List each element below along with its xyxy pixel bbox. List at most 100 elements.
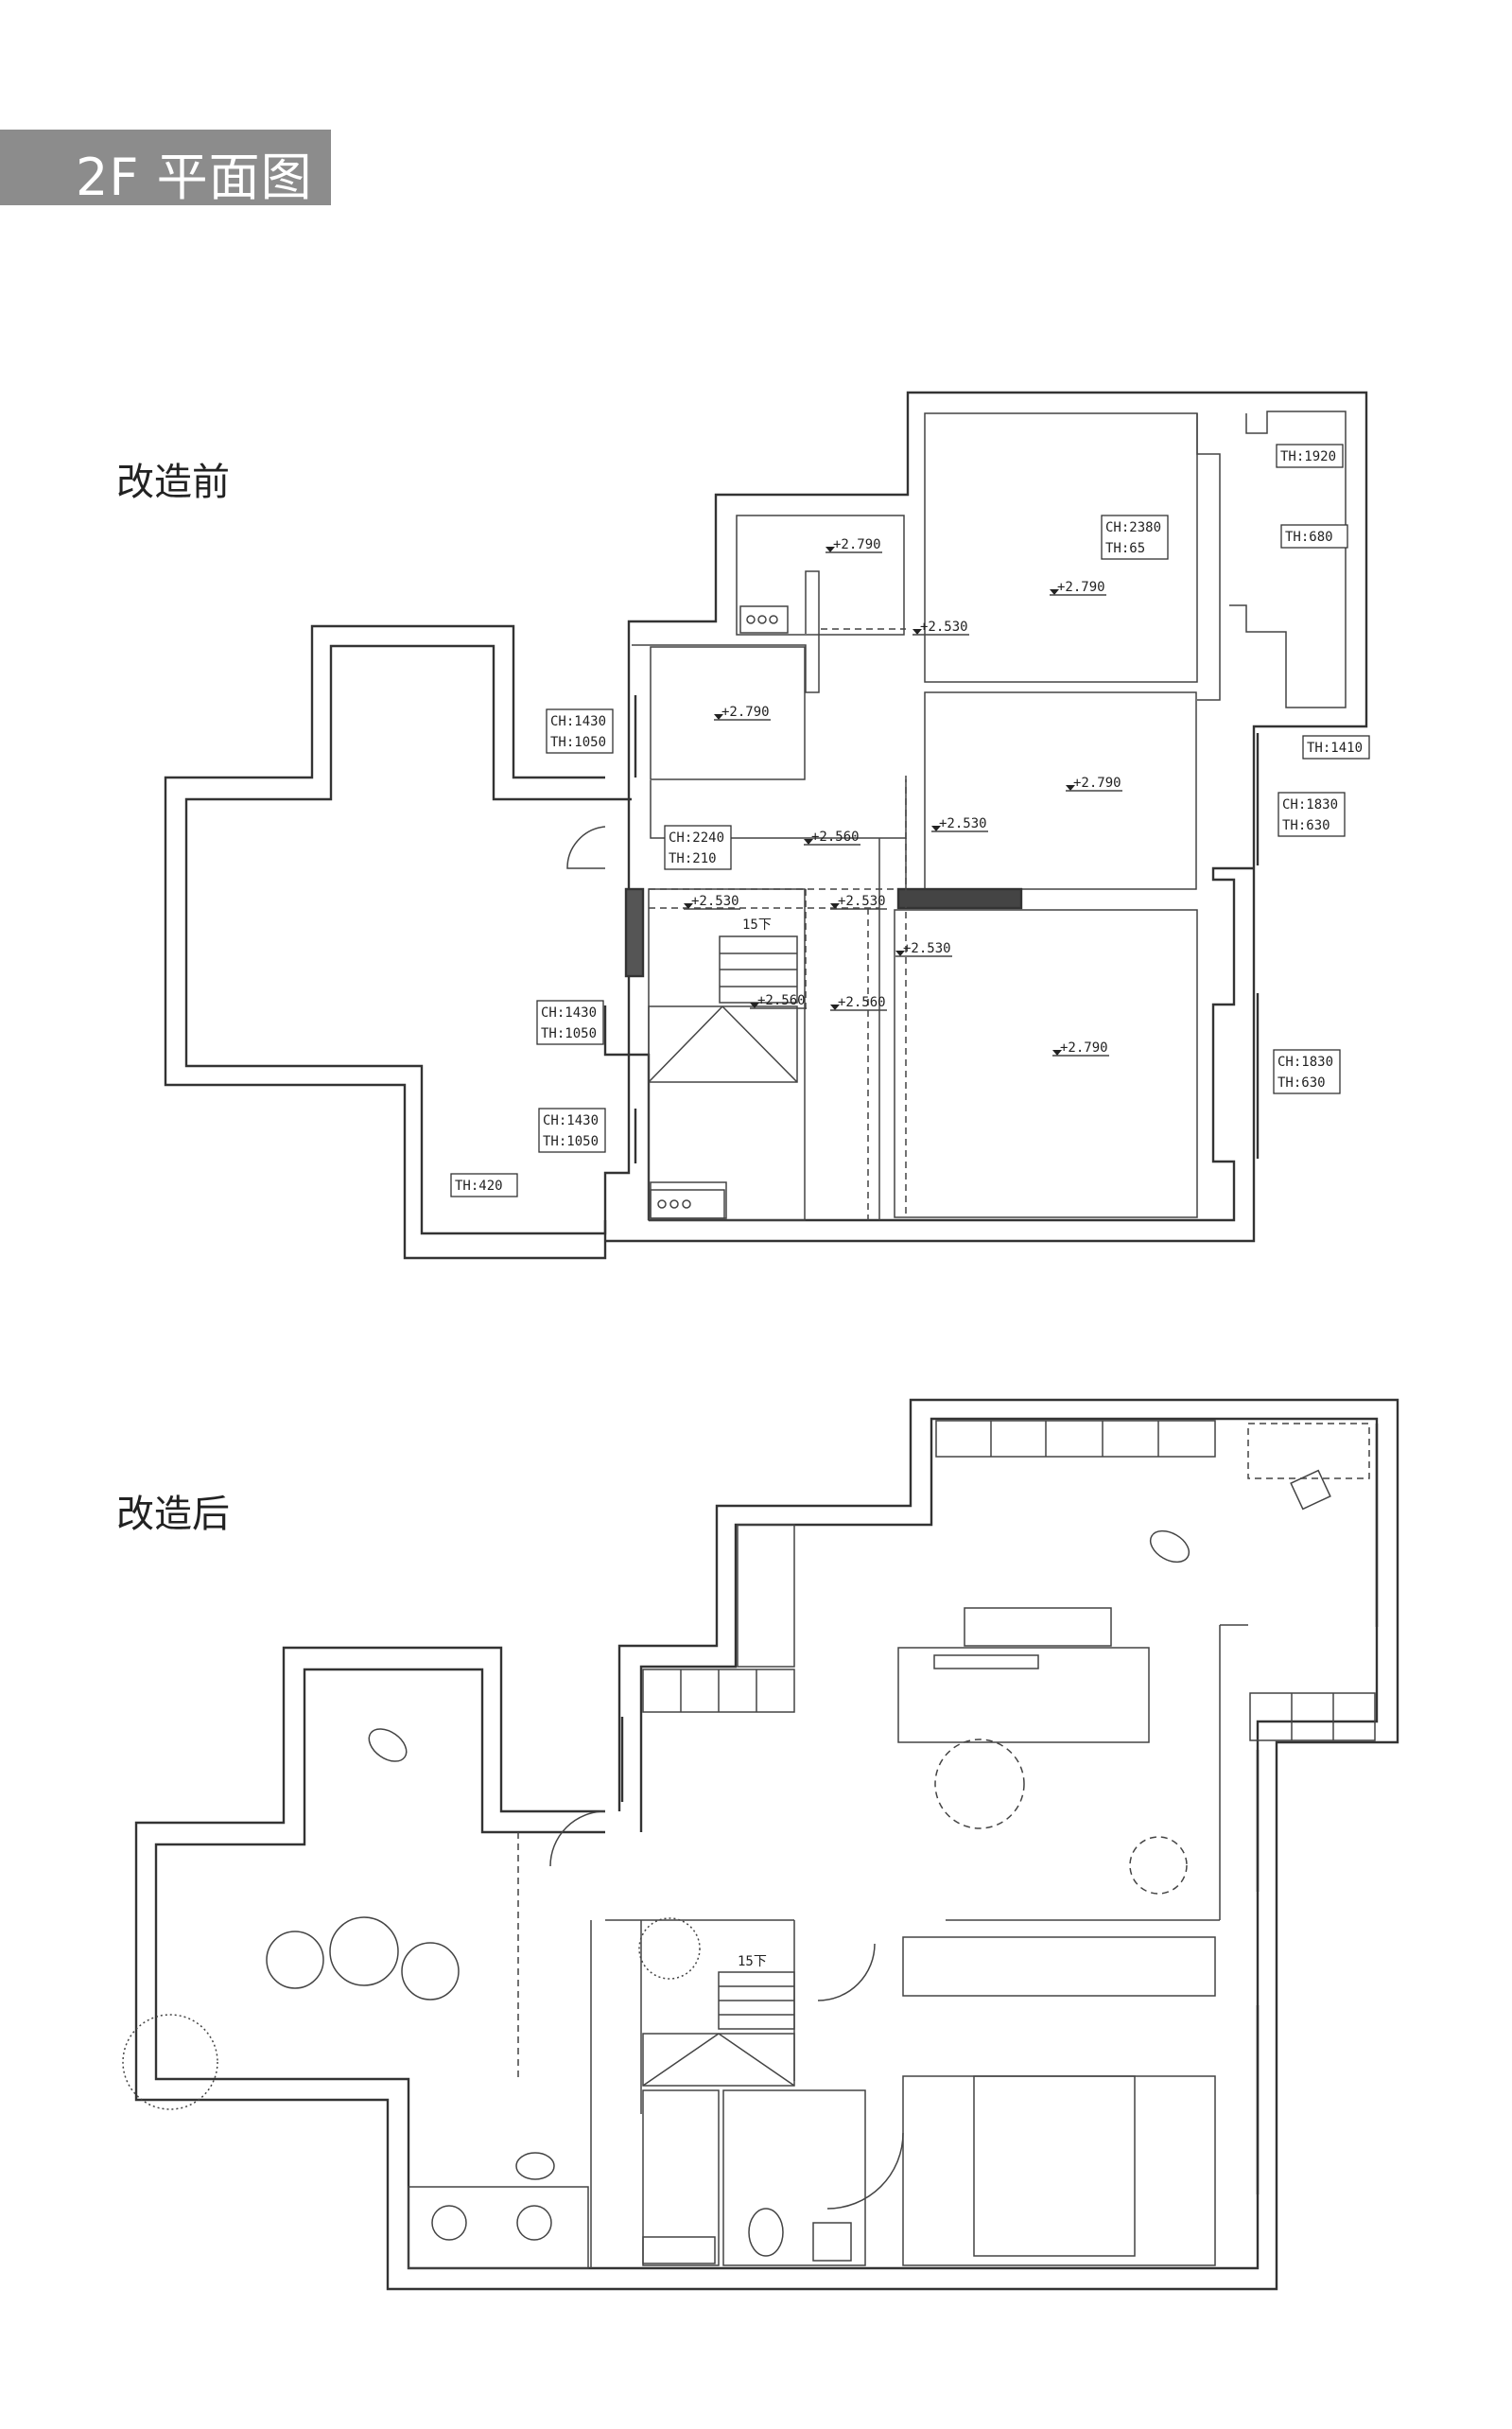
level-marker-icon [830,903,840,909]
level-value: +2.530 [903,941,951,956]
house-outline [603,391,1368,1243]
room-north [924,412,1198,683]
sink [812,2222,852,2262]
height-tag-box [1280,524,1348,549]
height-tag-text: CH:1430 [550,714,606,729]
toilet [748,2208,784,2257]
height-tag-text: CH:1430 [541,1005,597,1021]
level-value: +2.790 [1060,1040,1108,1056]
height-tag-text: TH:65 [1105,541,1145,556]
height-tag-text: TH:1050 [543,1134,599,1149]
height-tag-box [1273,1049,1341,1094]
level-marker-icon [1066,785,1075,791]
bathroom [722,2089,866,2266]
height-tag-text: CH:1430 [543,1113,599,1128]
stair-after: 15下 [642,1954,795,2087]
level-marker-icon [804,839,813,845]
room-south [894,909,1198,1218]
bench [964,1607,1112,1647]
door-arc-after [549,1810,606,1867]
wall-beam [896,887,1023,910]
height-tag-text: CH:1830 [1282,797,1338,813]
plant-icon [122,2014,218,2110]
room-corridor [650,646,806,780]
level-marker-icon [912,629,922,635]
height-tag-text: TH:1050 [550,735,606,750]
pouf [1129,1836,1188,1895]
bed [973,2075,1136,2257]
terrace-outline-after [134,1646,605,2291]
terrace-outline [164,624,607,1260]
person-icon [368,1728,408,1762]
house-outline-after [591,1398,1399,2291]
before-plan: 15下 CH:1430TH:1050CH:2240TH:210CH:2380TH… [164,391,1370,1260]
dryer-icon [516,2205,552,2241]
washer-icon [431,2205,467,2241]
level-marker-icon [826,547,835,552]
stove-icon [650,1189,725,1219]
after-plan: 15下 [122,1398,1399,2291]
room-middle [924,691,1197,890]
lounge-chair [401,1942,460,2001]
island-table [897,1647,1150,1743]
room-west-upper [736,515,905,636]
level-value: +2.530 [920,620,968,635]
lounge-chair [266,1931,324,1989]
stove-icon [642,2236,716,2264]
level-value: +2.530 [838,894,886,909]
chair [1290,1469,1331,1511]
title-bar: 2F 平面图 [0,130,331,207]
person-icon [515,2152,555,2180]
height-tag-text: TH:630 [1282,818,1330,833]
height-tag-text: TH:1410 [1307,741,1363,756]
height-tag-text: TH:680 [1285,530,1333,545]
height-tag-text: TH:210 [669,851,717,866]
level-value: +2.530 [691,894,739,909]
height-tag-text: TH:630 [1277,1075,1326,1091]
stair-zone [648,888,806,1221]
level-value: +2.790 [1073,776,1121,791]
height-tag-text: TH:1050 [541,1026,597,1041]
height-tag-text: CH:1830 [1277,1055,1333,1070]
level-marker-icon [895,951,905,956]
height-tag-text: CH:2380 [1105,520,1161,535]
round-table [934,1739,1025,1829]
stove-icon [739,605,789,634]
height-tag-box [1276,444,1344,468]
level-value: +2.790 [1057,580,1105,595]
height-tag-box [538,1108,606,1153]
level-value: +2.790 [833,537,881,552]
person-icon [1149,1529,1190,1564]
level-marker-icon [931,826,941,831]
height-tag-text: TH:1920 [1280,449,1336,464]
fridge [642,2089,720,2266]
level-marker-icon [1050,589,1059,595]
level-marker-icon [1052,1050,1062,1056]
height-tags: CH:1430TH:1050CH:2240TH:210CH:2380TH:65T… [450,444,1370,1197]
height-tag-box [546,708,614,754]
plant-icon [638,1917,701,1980]
level-value: +2.560 [811,830,860,845]
page-title: 2F 平面图 [76,148,313,207]
height-tag-box [536,1000,604,1045]
desk [1247,1423,1370,1479]
height-tag-text: CH:2240 [669,830,724,846]
level-marker-icon [684,903,693,909]
level-value: +2.560 [838,995,886,1010]
level-marker-icon [750,1003,759,1008]
bedroom [902,2075,1216,2266]
cabinets [642,1420,1376,1741]
level-value: +2.560 [757,993,806,1008]
height-tag-box [1302,735,1370,760]
sofa [902,1936,1216,1997]
terrace-table [329,1916,399,1986]
elevation-markers: +2.790 +2.790 +2.530 +2.790 +2.560 +2.790 +2.5… [684,537,1122,1057]
height-tag-box [1277,792,1346,837]
height-tag-box [1101,515,1169,560]
section-label-after: 改造后 [116,1493,230,1536]
height-tag-box [664,825,732,870]
stair-label-after: 15下 [738,1954,767,1969]
laundry-area [408,2186,589,2269]
door-arc-before [566,826,606,869]
